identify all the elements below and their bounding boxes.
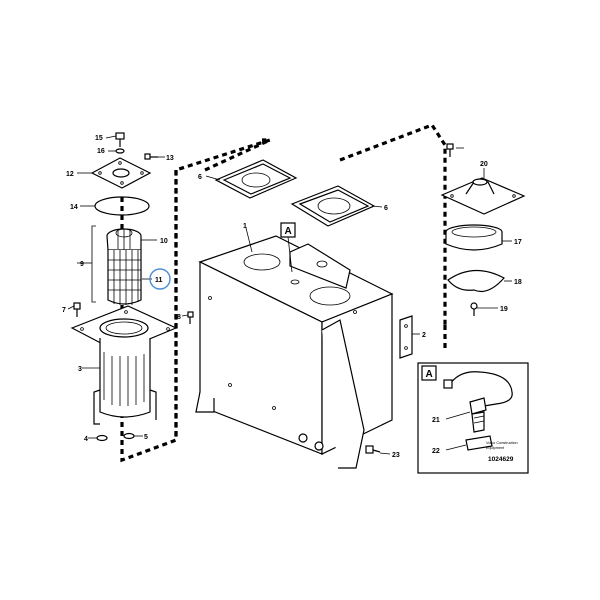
svg-text:A: A <box>285 226 292 237</box>
bolt-8 <box>187 311 194 324</box>
detail-marker-a: A <box>280 222 296 273</box>
bracket-9 <box>91 225 96 303</box>
callout-4: 4 <box>84 436 88 443</box>
gasket-6-right <box>290 185 376 227</box>
callout-3: 3 <box>78 366 82 373</box>
callout-5: 5 <box>144 434 148 441</box>
screw-13 <box>144 153 158 160</box>
callout-21: 21 <box>432 417 440 424</box>
callout-7: 7 <box>62 307 66 314</box>
highlighted-callout-11[interactable]: 11 <box>149 268 171 290</box>
callout-15: 15 <box>95 135 103 142</box>
callout-23: 23 <box>392 452 400 459</box>
bolt-7 <box>73 302 81 317</box>
callout-9: 9 <box>80 261 84 268</box>
gasket-6-left <box>214 159 298 199</box>
detail-inset-a: A Volvo Construction Equipment 1024629 <box>417 362 529 474</box>
screw-top <box>446 143 454 157</box>
inset-note-line1: Volvo Construction <box>486 441 518 445</box>
callout-2: 2 <box>422 332 426 339</box>
seal-4 <box>96 434 108 442</box>
callout-19: 19 <box>500 306 508 313</box>
breather-cap-20 <box>440 177 526 215</box>
ring-17 <box>445 224 503 251</box>
bolt-23 <box>365 445 381 454</box>
callout-8: 8 <box>177 314 181 321</box>
callout-11: 11 <box>155 277 163 284</box>
leader-lines <box>67 135 512 455</box>
seal-5 <box>123 432 135 440</box>
callout-6-left: 6 <box>198 174 202 181</box>
screw-19 <box>470 302 478 316</box>
callout-14: 14 <box>70 204 78 211</box>
cover-plate-12 <box>90 157 152 189</box>
callout-13: 13 <box>166 155 174 162</box>
inset-label-a: A <box>426 369 433 380</box>
filter-element-10 <box>106 228 142 251</box>
callout-12: 12 <box>66 171 74 178</box>
callout-16: 16 <box>97 148 105 155</box>
callout-22: 22 <box>432 448 440 455</box>
filter-assembly <box>70 132 194 442</box>
callout-10: 10 <box>160 238 168 245</box>
callout-20: 20 <box>480 161 488 168</box>
housing-3 <box>93 338 157 425</box>
callout-17: 17 <box>514 239 522 246</box>
callout-18: 18 <box>514 279 522 286</box>
o-ring-16 <box>115 148 125 154</box>
callout-numbers: 15 16 12 13 14 10 9 7 3 4 5 8 6 6 1 2 23… <box>62 135 522 459</box>
callout-1: 1 <box>243 223 247 230</box>
filter-cartridge-11 <box>107 250 142 305</box>
plate-18 <box>447 269 505 293</box>
bolt-15 <box>115 132 125 147</box>
inset-note-line2: Equipment <box>486 446 505 450</box>
callout-6-right: 6 <box>384 205 388 212</box>
highlight-circle <box>149 268 171 290</box>
reference-number: 1024629 <box>488 456 514 463</box>
breather-assembly <box>440 143 526 316</box>
tank-body-1 <box>195 235 413 469</box>
